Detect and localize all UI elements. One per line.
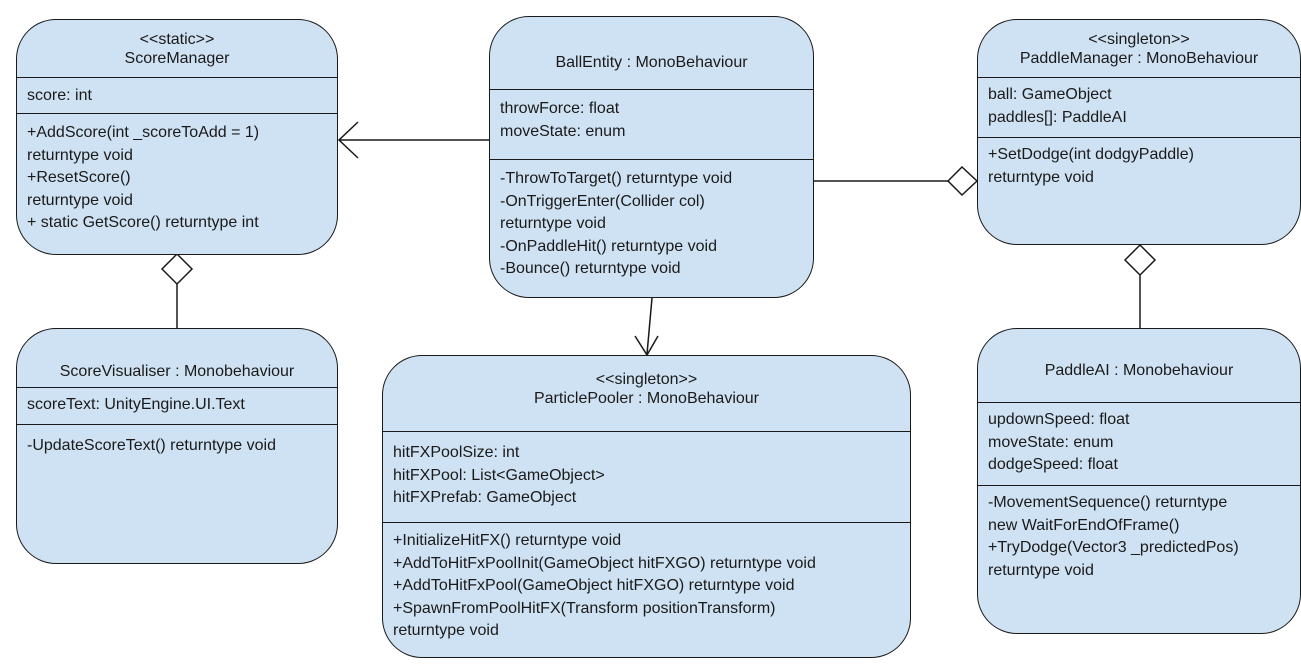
class-name: PaddleManager : MonoBehaviour xyxy=(1019,50,1259,67)
class-name: PaddleAI : Monobehaviour xyxy=(1044,362,1234,379)
class-ballentity: BallEntity : MonoBehaviour throwForce: f… xyxy=(489,16,814,298)
class-name: ParticlePooler : MonoBehaviour xyxy=(533,390,759,407)
method: returntype void xyxy=(27,146,133,164)
class-header: BallEntity : MonoBehaviour xyxy=(490,17,813,89)
method: +ResetScore() xyxy=(27,169,131,186)
diamond-scoremanager-bottom xyxy=(160,252,194,286)
method: -Bounce() returntype void xyxy=(500,260,681,277)
attribute: updownSpeed: float xyxy=(988,411,1130,428)
method: +SetDodge(int dodgyPaddle) xyxy=(988,146,1194,163)
method: +InitializeHitFX() returntype void xyxy=(393,532,622,549)
class-header: <<singleton>> ParticlePooler : MonoBehav… xyxy=(383,356,910,431)
method: -UpdateScoreText() returntype void xyxy=(27,437,276,454)
attributes-section: hitFXPoolSize: int hitFXPool: List<GameO… xyxy=(383,431,910,522)
class-header: ScoreVisualiser : Monobehaviour xyxy=(17,329,337,387)
attributes-section: score: int xyxy=(17,77,337,113)
methods-section: +InitializeHitFX() returntype void +AddT… xyxy=(383,522,910,643)
method: returntype void xyxy=(27,191,133,209)
method: +AddToHitFxPool(GameObject hitFXGO) retu… xyxy=(393,577,795,594)
class-name: BallEntity : MonoBehaviour xyxy=(555,54,748,71)
methods-section: -MovementSequence() returntype new WaitF… xyxy=(978,485,1300,582)
attribute: score: int xyxy=(27,87,92,104)
class-header: <<static>> ScoreManager xyxy=(17,20,337,77)
methods-section: +SetDodge(int dodgyPaddle) returntype vo… xyxy=(978,137,1300,189)
attribute: hitFXPrefab: GameObject xyxy=(393,489,577,506)
attribute: moveState: enum xyxy=(988,433,1114,451)
class-header: <<singleton>> PaddleManager : MonoBehavi… xyxy=(978,20,1300,77)
class-header: PaddleAI : Monobehaviour xyxy=(978,329,1300,402)
class-name: ScoreManager xyxy=(124,50,230,67)
method: returntype void xyxy=(988,561,1094,579)
method: +SpawnFromPoolHitFX(Transform positionTr… xyxy=(393,599,776,617)
class-scoremanager: <<static>> ScoreManager score: int +AddS… xyxy=(16,19,338,255)
method: +AddScore(int _scoreToAdd = 1) xyxy=(27,124,260,141)
method: returntype void xyxy=(500,215,606,232)
attribute: ball: GameObject xyxy=(988,86,1112,103)
relation-ball-to-particlepooler xyxy=(646,297,653,355)
diamond-paddlemanager-bottom xyxy=(1123,243,1157,277)
method: +AddToHitFxPoolInit(GameObject hitFXGO) … xyxy=(393,554,816,572)
method: + static GetScore() returntype int xyxy=(27,214,259,231)
class-name: ScoreVisualiser : Monobehaviour xyxy=(59,363,295,380)
class-paddleai: PaddleAI : Monobehaviour updownSpeed: fl… xyxy=(977,328,1301,634)
attribute: scoreText: UnityEngine.UI.Text xyxy=(27,396,245,413)
method: returntype void xyxy=(988,168,1094,186)
attribute: dodgeSpeed: float xyxy=(988,456,1118,473)
class-particlepooler: <<singleton>> ParticlePooler : MonoBehav… xyxy=(382,355,911,658)
methods-section: -ThrowToTarget() returntype void -OnTrig… xyxy=(490,159,813,281)
methods-section: +AddScore(int _scoreToAdd = 1) returntyp… xyxy=(17,113,337,235)
class-scorevisualiser: ScoreVisualiser : Monobehaviour scoreTex… xyxy=(16,328,338,564)
arrowhead-scoremanager xyxy=(337,121,359,159)
attribute: hitFXPoolSize: int xyxy=(393,444,520,461)
method: -MovementSequence() returntype xyxy=(988,494,1228,511)
method: -OnTriggerEnter(Collider col) xyxy=(500,192,705,210)
method: -ThrowToTarget() returntype void xyxy=(500,170,733,187)
attribute: hitFXPool: List<GameObject> xyxy=(393,466,605,484)
diamond-paddlemanager-left xyxy=(946,165,979,197)
method: +TryDodge(Vector3 _predictedPos) xyxy=(988,539,1239,556)
class-paddlemanager: <<singleton>> PaddleManager : MonoBehavi… xyxy=(977,19,1301,245)
attribute: paddles[]: PaddleAI xyxy=(988,108,1127,126)
attribute: moveState: enum xyxy=(500,122,626,140)
stereotype-label: <<singleton>> xyxy=(1088,31,1190,48)
method: -OnPaddleHit() returntype void xyxy=(500,237,717,255)
method: returntype void xyxy=(393,622,499,639)
attributes-section: scoreText: UnityEngine.UI.Text xyxy=(17,387,337,424)
attributes-section: updownSpeed: float moveState: enum dodge… xyxy=(978,402,1300,485)
attributes-section: ball: GameObject paddles[]: PaddleAI xyxy=(978,77,1300,137)
stereotype-label: <<static>> xyxy=(139,31,215,48)
stereotype-label: <<singleton>> xyxy=(595,371,698,388)
attributes-section: throwForce: float moveState: enum xyxy=(490,89,813,159)
attribute: throwForce: float xyxy=(500,100,620,117)
methods-section: -UpdateScoreText() returntype void xyxy=(17,424,337,458)
method: new WaitForEndOfFrame() xyxy=(988,516,1180,534)
